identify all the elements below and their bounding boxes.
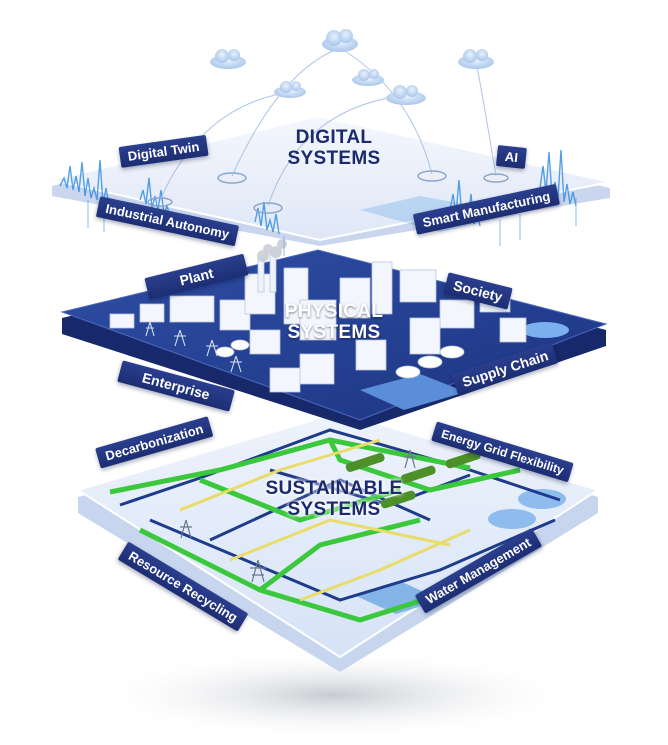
sustainable-layer xyxy=(75,410,601,672)
network-nodes xyxy=(147,170,509,214)
water-tank xyxy=(521,322,569,338)
storage-tanks xyxy=(215,339,465,379)
sustainable-systems-title: SUSTAINABLE SYSTEMS xyxy=(234,478,434,520)
power-pylons xyxy=(145,321,242,373)
smoke xyxy=(257,239,287,262)
green-pipes xyxy=(109,437,521,623)
cloud-icon xyxy=(210,49,246,69)
cloud-icon xyxy=(386,85,426,105)
cloud-icon xyxy=(458,49,494,69)
yellow-pipes xyxy=(179,438,471,602)
clouds xyxy=(210,29,494,105)
ground-shadow xyxy=(84,650,584,740)
water-tank xyxy=(488,509,536,529)
cloud-icon xyxy=(274,81,306,98)
physical-title-line2: SYSTEMS xyxy=(287,322,381,343)
valve-cylinders xyxy=(345,450,481,509)
label-ai: AI xyxy=(495,145,527,169)
water-tank xyxy=(518,489,566,509)
physical-systems-title: PHYSICAL SYSTEMS xyxy=(254,301,414,343)
sustainable-title-line1: SUSTAINABLE xyxy=(265,478,403,499)
cloud-icon xyxy=(352,69,384,86)
digital-title-line2: SYSTEMS xyxy=(287,148,381,169)
digital-systems-title: DIGITAL SYSTEMS xyxy=(254,127,414,169)
buildings xyxy=(109,261,527,393)
physical-title-line1: PHYSICAL xyxy=(284,301,384,322)
digital-title-line1: DIGITAL xyxy=(295,127,373,148)
water-channel xyxy=(360,374,466,410)
cloud-icon xyxy=(322,29,358,52)
power-pylons xyxy=(180,449,416,583)
sustainable-title-line2: SYSTEMS xyxy=(287,499,381,520)
